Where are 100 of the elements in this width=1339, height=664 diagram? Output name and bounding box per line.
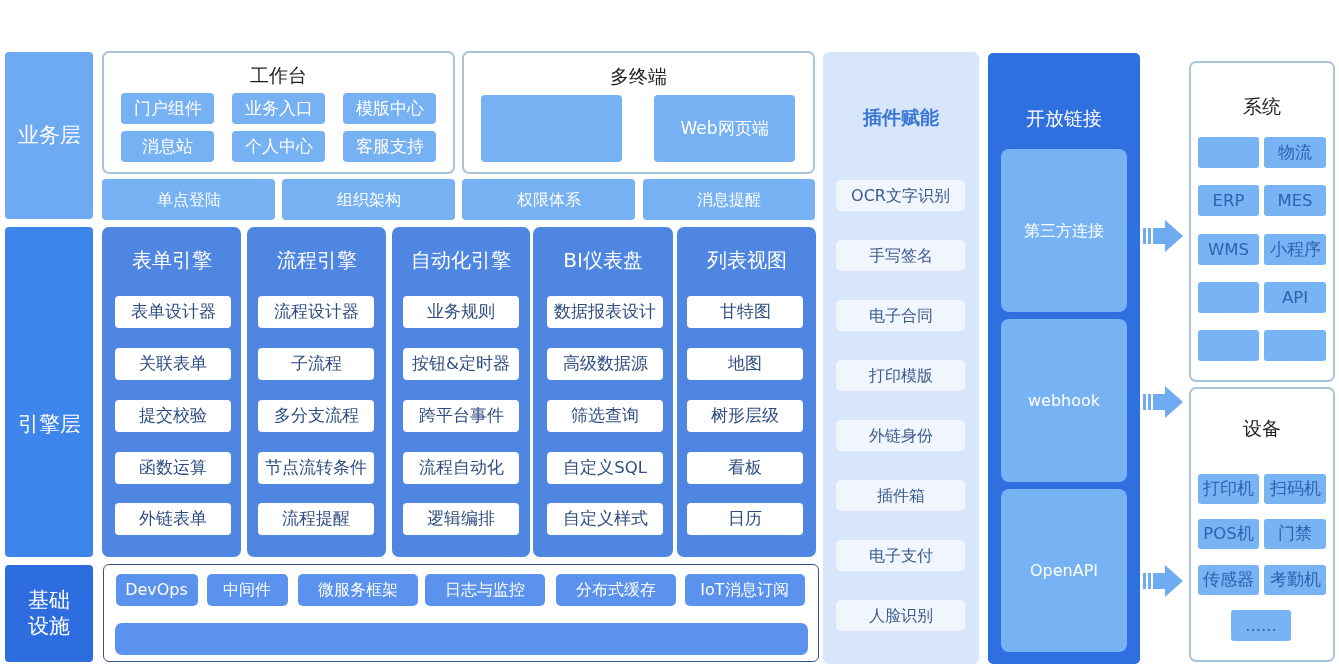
plugin-tile: 电子支付 — [836, 540, 965, 571]
group-panel — [1189, 387, 1335, 662]
feature-tile: 按钮&定时器 — [403, 348, 519, 380]
column-title: 列表视图 — [706, 248, 787, 272]
engine-column — [392, 227, 530, 557]
feature-tile: 打印机 — [1198, 474, 1259, 504]
column-title: BI仪表盘 — [563, 248, 643, 272]
feature-tile: 消息站 — [121, 131, 214, 162]
feature-tile: 个人中心 — [232, 131, 325, 162]
layer-box: 基础设施 — [5, 565, 93, 662]
blank-tile — [1198, 282, 1259, 313]
feature-bar: 消息提醒 — [643, 179, 815, 220]
feature-tile: 跨平台事件 — [403, 400, 519, 432]
feature-tile: 流程设计器 — [258, 296, 374, 328]
blank-bar — [114, 622, 808, 655]
feature-bar: 单点登陆 — [102, 179, 275, 220]
feature-tile: 物流 — [1264, 137, 1326, 168]
feature-tile: 传感器 — [1198, 565, 1259, 595]
feature-tile: MES — [1264, 185, 1326, 216]
panel-title: 系统 — [1243, 94, 1281, 118]
feature-tile: 模版中心 — [343, 93, 436, 124]
feature-tile: 扫码机 — [1264, 474, 1326, 504]
plugin-tile: 外链身份 — [836, 420, 965, 451]
feature-tile: 流程提醒 — [258, 503, 374, 535]
column-title: 表单引擎 — [131, 248, 212, 272]
feature-tile: 自定义样式 — [547, 503, 663, 535]
feature-tile: Web网页端 — [654, 95, 795, 162]
plugin-tile: 人脸识别 — [836, 600, 965, 631]
feature-bar: 组织架构 — [282, 179, 455, 220]
feature-tile: 表单设计器 — [115, 296, 231, 328]
feature-tile: 提交校验 — [115, 400, 231, 432]
panel-title: 多终端 — [610, 64, 667, 88]
panel-frame — [103, 564, 819, 662]
connection-block: OpenAPI — [1001, 489, 1127, 652]
block-arrow — [1143, 386, 1183, 418]
feature-tile: ...... — [1231, 610, 1291, 641]
feature-tile: 门禁 — [1264, 519, 1326, 549]
feature-tile: ERP — [1198, 185, 1259, 216]
feature-tile: 关联表单 — [115, 348, 231, 380]
engine-column — [677, 227, 816, 557]
layer-box: 引擎层 — [5, 227, 93, 557]
feature-tile: 地图 — [687, 348, 803, 380]
feature-tile: 考勤机 — [1264, 565, 1326, 595]
plugin-tile: 插件箱 — [836, 480, 965, 511]
group-panel — [1189, 61, 1335, 382]
feature-tile: 业务规则 — [403, 296, 519, 328]
feature-tile: IoT消息订阅 — [684, 573, 805, 606]
engine-column — [247, 227, 386, 557]
feature-bar: 权限体系 — [462, 179, 635, 220]
feature-tile: 日历 — [687, 503, 803, 535]
connection-block: webhook — [1001, 319, 1127, 482]
feature-tile: 节点流转条件 — [258, 452, 374, 484]
blank-tile — [1198, 330, 1259, 361]
connection-block: 第三方连接 — [1001, 149, 1127, 312]
feature-tile: 多分支流程 — [258, 400, 374, 432]
block-arrow — [1143, 565, 1183, 597]
blank-tile — [1264, 330, 1326, 361]
column-title: 自动化引擎 — [411, 248, 511, 272]
connector-column — [988, 53, 1140, 664]
blank-tile — [481, 95, 622, 162]
column-title: 开放链接 — [1026, 106, 1102, 130]
group-panel — [462, 51, 815, 174]
plugin-column — [823, 52, 979, 664]
feature-tile: 微服务框架 — [297, 573, 418, 606]
feature-tile: 流程自动化 — [403, 452, 519, 484]
plugin-tile: 打印模版 — [836, 360, 965, 391]
feature-tile: 树形层级 — [687, 400, 803, 432]
column-title: 流程引擎 — [276, 248, 357, 272]
feature-tile: 分布式缓存 — [555, 573, 676, 606]
feature-tile: 门户组件 — [121, 93, 214, 124]
column-title: 插件赋能 — [863, 105, 939, 129]
panel-title: 工作台 — [250, 63, 307, 87]
feature-tile: 自定义SQL — [547, 452, 663, 484]
feature-tile: 看板 — [687, 452, 803, 484]
feature-tile: 逻辑编排 — [403, 503, 519, 535]
feature-tile: 业务入口 — [232, 93, 325, 124]
plugin-tile: 手写签名 — [836, 240, 965, 271]
feature-tile: DevOps — [115, 573, 198, 606]
feature-tile: 小程序 — [1264, 234, 1326, 265]
feature-tile: 甘特图 — [687, 296, 803, 328]
block-arrow — [1143, 220, 1183, 252]
engine-column — [533, 227, 673, 557]
engine-column — [102, 227, 241, 557]
feature-tile: 中间件 — [206, 573, 288, 606]
panel-title: 设备 — [1243, 416, 1281, 440]
feature-tile: 外链表单 — [115, 503, 231, 535]
layer-box: 业务层 — [5, 52, 93, 219]
feature-tile: 筛选查询 — [547, 400, 663, 432]
feature-tile: WMS — [1198, 234, 1259, 265]
group-panel — [102, 51, 455, 174]
feature-tile: 数据报表设计 — [547, 296, 663, 328]
feature-tile: API — [1264, 282, 1326, 313]
feature-tile: 高级数据源 — [547, 348, 663, 380]
plugin-tile: OCR文字识别 — [836, 180, 965, 211]
plugin-tile: 电子合同 — [836, 300, 965, 331]
feature-tile: 客服支持 — [343, 131, 436, 162]
feature-tile: 日志与监控 — [424, 573, 545, 606]
feature-tile: 子流程 — [258, 348, 374, 380]
blank-tile — [1198, 137, 1259, 168]
feature-tile: 函数运算 — [115, 452, 231, 484]
